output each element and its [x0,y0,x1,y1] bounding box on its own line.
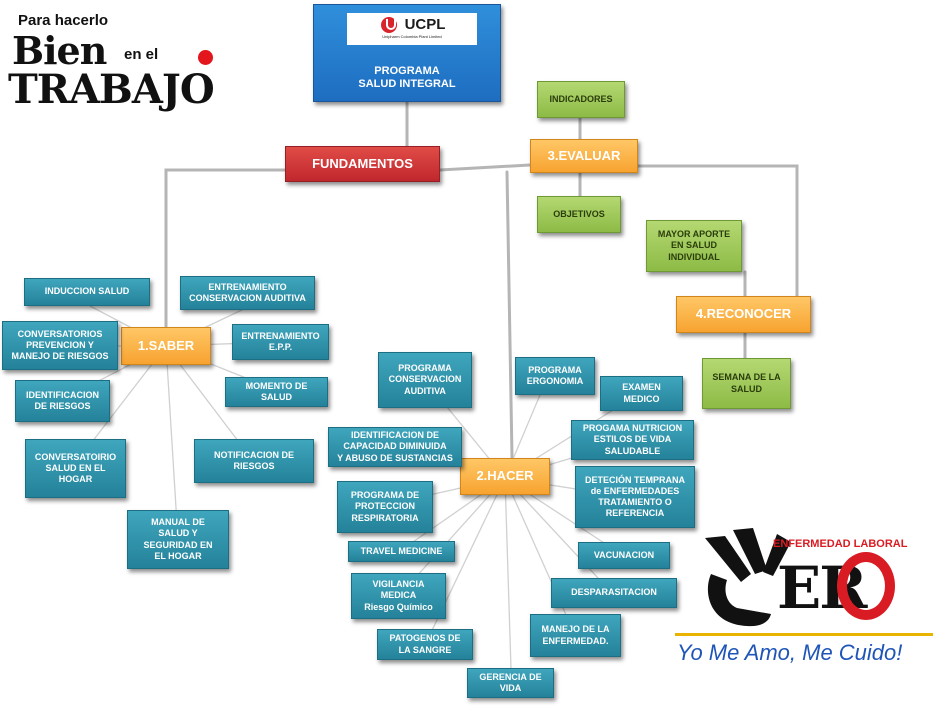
reconocer-item-semana: SEMANA DE LA SALUD [702,358,791,409]
hacer-item-deteccion-temprana: DETECIÓN TEMPRANA de ENFERMEDADES TRATAM… [575,466,695,528]
saber-item-induccion: INDUCCION SALUD [24,278,150,306]
hacer-item-travel-medicine: TRAVEL MEDICINE [348,541,455,562]
hacer-node: 2.HACER [460,458,550,495]
saber-node: 1.SABER [121,327,211,365]
saber-item-conversatorio-hogar: CONVERSATOIRIO SALUD EN EL HOGAR [25,439,126,498]
brand-line-3: TRABAJO [8,66,215,113]
brand-line-2-small: en el [124,46,159,63]
hacer-item-patogenos: PATOGENOS DE LA SANGRE [377,629,473,660]
hacer-item-ergonomia: PROGRAMA ERGONOMIA [515,357,595,395]
saber-item-manual-hogar: MANUAL DE SALUD Y SEGURIDAD EN EL HOGAR [127,510,229,569]
evaluar-node: 3.EVALUAR [530,139,638,173]
root-node: UCPL Unipharm Colombia Plant Limited PRO… [313,4,501,102]
ucpl-logo-subtitle: Unipharm Colombia Plant Limited [382,34,442,39]
saber-item-notificacion-riesgos: NOTIFICACION DE RIESGOS [194,439,314,483]
cero-tag: ENFERMEDAD LABORAL [773,538,908,550]
hacer-item-vacunacion: VACUNACION [578,542,670,569]
hacer-item-desparasitacion: DESPARASITACION [551,578,677,608]
brand-red-dot [198,50,213,65]
hacer-item-nutricion: PROGAMA NUTRICION ESTILOS DE VIDA SALUDA… [571,420,694,460]
saber-item-entrenamiento-auditiva: ENTRENAMIENTO CONSERVACION AUDITIVA [180,276,315,310]
hand-icon [705,528,791,627]
saber-item-entrenamiento-epp: ENTRENAMIENTO E.P.P. [232,324,329,360]
root-title: PROGRAMA SALUD INTEGRAL [358,64,456,90]
ucpl-logo: UCPL Unipharm Colombia Plant Limited [347,13,477,45]
hacer-item-capacidad-diminuida: IDENTIFICACION DE CAPACIDAD DIMINUIDA Y … [328,427,462,467]
hacer-item-examen-medico: EXAMEN MEDICO [600,376,683,411]
ucpl-logo-text: UCPL [404,15,446,33]
saber-item-identificacion-riesgos: IDENTIFICACION DE RIESGOS [15,380,110,422]
hacer-item-conservacion-auditiva: PROGRAMA CONSERVACION AUDITIVA [378,352,472,408]
cero-divider [675,633,933,636]
reconocer-node: 4.RECONOCER [676,296,811,333]
hacer-item-gerencia-vida: GERENCIA DE VIDA [467,668,554,698]
brand-line-2: Bien [12,28,107,73]
reconocer-item-aporte: MAYOR APORTE EN SALUD INDIVIDUAL [646,220,742,272]
cero-slogan: Yo Me Amo, Me Cuido! [677,640,903,665]
saber-item-conversatorios: CONVERSATORIOS PREVENCION Y MANEJO DE RI… [2,321,118,370]
ucpl-icon [378,15,399,35]
fundamentos-node: FUNDAMENTOS [285,146,440,182]
brand-line-1: Para hacerlo [18,12,109,29]
zero-ring-icon [837,552,895,620]
evaluar-item-objetivos: OBJETIVOS [537,196,621,233]
saber-item-momento-salud: MOMENTO DE SALUD [225,377,328,407]
cero-logo: ENFERMEDAD LABORAL ER Yo Me Amo, Me Cuid… [675,520,935,680]
hacer-item-proteccion-respiratoria: PROGRAMA DE PROTECCION RESPIRATORIA [337,481,433,533]
hacer-item-vigilancia-medica: VIGILANCIA MEDICA Riesgo Químico [351,573,446,619]
hacer-item-manejo-enfermedad: MANEJO DE LA ENFERMEDAD. [530,614,621,657]
evaluar-item-indicadores: INDICADORES [537,81,625,118]
